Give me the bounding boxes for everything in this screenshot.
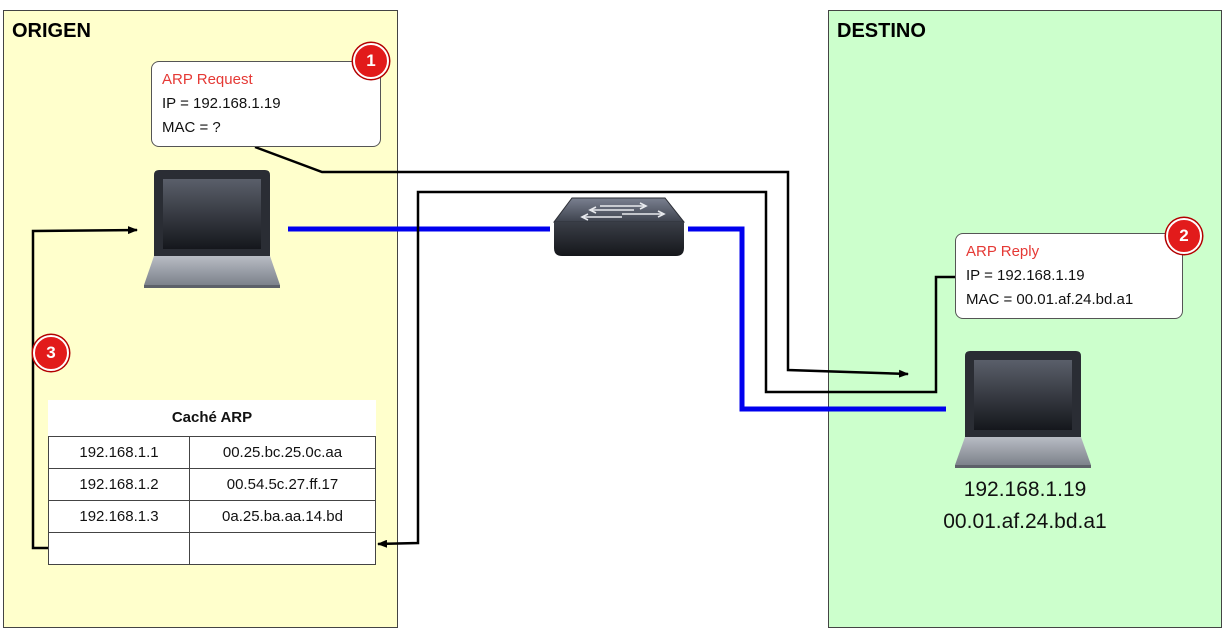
destination-laptop-icon[interactable] bbox=[955, 351, 1091, 468]
table-row: 192.168.1.1 00.25.bc.25.0c.aa bbox=[48, 436, 376, 469]
arp-cache-table: 192.168.1.1 00.25.bc.25.0c.aa 192.168.1.… bbox=[48, 436, 376, 565]
switch-icon[interactable] bbox=[553, 197, 686, 256]
cache-mac-cell: 00.54.5c.27.ff.17 bbox=[189, 468, 376, 501]
arp-reply-heading: ARP Reply bbox=[966, 243, 1040, 260]
cache-mac-cell: 00.25.bc.25.0c.aa bbox=[189, 436, 376, 469]
step-3-badge: 3 bbox=[33, 335, 69, 371]
arp-request-heading: ARP Request bbox=[162, 71, 253, 88]
table-row bbox=[48, 532, 376, 565]
arp-reply-bubble: ARP Reply IP = 192.168.1.19 MAC = 00.01.… bbox=[955, 233, 1183, 319]
arp-reply-ip: IP = 192.168.1.19 bbox=[966, 267, 1085, 284]
cache-ip-cell bbox=[48, 532, 190, 565]
destination-title: DESTINO bbox=[837, 20, 926, 42]
table-row: 192.168.1.3 0a.25.ba.aa.14.bd bbox=[48, 500, 376, 533]
step-1-badge: 1 bbox=[353, 43, 389, 79]
cache-mac-cell: 0a.25.ba.aa.14.bd bbox=[189, 500, 376, 533]
arp-request-mac: MAC = ? bbox=[162, 119, 221, 136]
cache-ip-cell: 192.168.1.1 bbox=[48, 436, 190, 469]
origin-laptop-icon[interactable] bbox=[144, 170, 280, 288]
arp-cache-title: Caché ARP bbox=[48, 400, 376, 436]
arp-request-bubble: ARP Request IP = 192.168.1.19 MAC = ? bbox=[151, 61, 381, 147]
destination-zone: DESTINO bbox=[828, 10, 1222, 628]
destination-ip-label: 192.168.1.19 bbox=[963, 478, 1087, 501]
arp-request-ip: IP = 192.168.1.19 bbox=[162, 95, 281, 112]
cache-ip-cell: 192.168.1.2 bbox=[48, 468, 190, 501]
arrow-arp-reply bbox=[377, 190, 955, 548]
arrow-cache-update bbox=[31, 226, 138, 550]
arp-reply-mac: MAC = 00.01.af.24.bd.a1 bbox=[966, 291, 1134, 308]
table-row: 192.168.1.2 00.54.5c.27.ff.17 bbox=[48, 468, 376, 501]
destination-mac-label: 00.01.af.24.bd.a1 bbox=[943, 510, 1107, 533]
origin-title: ORIGEN bbox=[12, 20, 91, 42]
link-switch-to-destination bbox=[688, 226, 946, 412]
cache-mac-cell bbox=[189, 532, 376, 565]
cache-ip-cell: 192.168.1.3 bbox=[48, 500, 190, 533]
step-2-badge: 2 bbox=[1166, 218, 1202, 254]
arp-cache: Caché ARP 192.168.1.1 00.25.bc.25.0c.aa … bbox=[48, 400, 376, 567]
arrow-arp-request bbox=[254, 145, 909, 378]
